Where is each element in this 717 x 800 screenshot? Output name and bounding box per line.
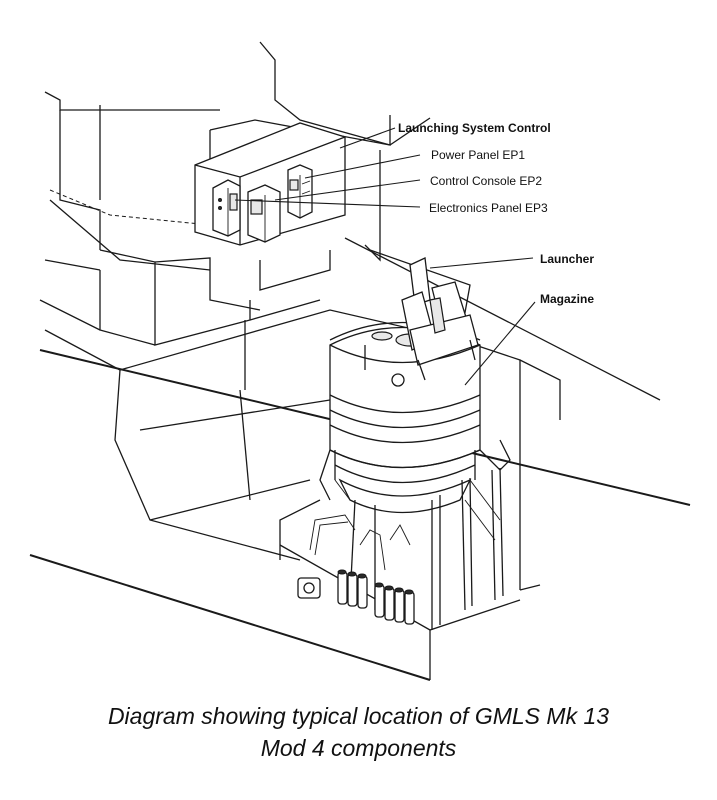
diagram-caption: Diagram showing typical location of GMLS… <box>0 700 717 764</box>
gas-bottles <box>297 569 415 625</box>
support-columns <box>319 439 511 630</box>
magazine-drum <box>329 321 481 514</box>
launcher <box>401 257 479 381</box>
label-launcher: Launcher <box>540 252 594 266</box>
label-electronics-panel-ep3: Electronics Panel EP3 <box>429 201 548 215</box>
control-console-ep2-cabinet <box>247 184 281 243</box>
caption-line-2: Mod 4 components <box>260 735 457 761</box>
power-panel-ep1-cabinet <box>287 164 313 219</box>
label-power-panel-ep1: Power Panel EP1 <box>431 148 525 162</box>
leader-lines <box>234 127 536 386</box>
piping <box>309 514 411 571</box>
label-magazine: Magazine <box>540 292 594 306</box>
electronics-panel-ep3-cabinet <box>212 179 241 237</box>
label-launching-system-control: Launching System Control <box>398 121 551 135</box>
caption-line-1: Diagram showing typical location of GMLS… <box>107 703 610 729</box>
label-control-console-ep2: Control Console EP2 <box>430 174 542 188</box>
